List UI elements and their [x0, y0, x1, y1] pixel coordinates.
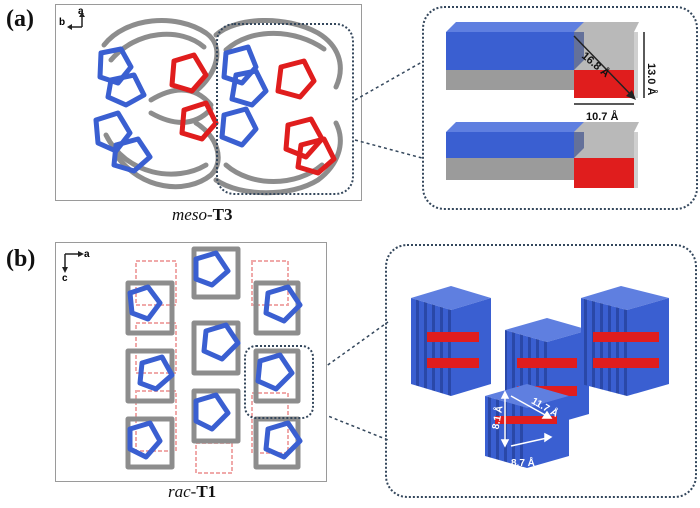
axis-triad-b-icon [62, 251, 84, 273]
axis-triad-icon [67, 12, 85, 30]
cube-stack-right [581, 286, 669, 396]
rac-t1-crystal-structure [125, 246, 303, 474]
cube-front-lower [485, 384, 569, 468]
panel-a-caption: meso-T3 [172, 205, 232, 225]
panel-b-caption-prefix: rac- [168, 482, 197, 501]
blue-rings [93, 44, 269, 174]
panel-a-label: (a) [6, 6, 34, 32]
panel-b-structure-frame: a c [55, 242, 327, 482]
panel-a-structure-frame: a b [55, 4, 362, 201]
selected-cage-highlight [244, 345, 314, 419]
upper-channel: 16.8 Å 13.0 Å 10.7 Å [446, 22, 658, 123]
panel-b-caption: rac-T1 [168, 482, 216, 502]
axis-c-label: c [62, 273, 68, 284]
cage-column-left [125, 280, 175, 470]
cage-schematic-drawing: 8.1 Å 11.7 Å 8.7 Å [411, 286, 669, 469]
axis-a-label-b: a [84, 249, 90, 260]
panel-a-caption-prefix: meso- [172, 205, 213, 224]
cube-stack-left [411, 286, 491, 396]
dim-bottom-label: 8.7 Å [511, 456, 535, 469]
selected-channel-highlight [216, 23, 354, 195]
gray-chain-loops [101, 17, 343, 196]
axis-b-label: b [59, 17, 66, 28]
cage-column-middle [191, 246, 241, 444]
cage-column-right [253, 280, 303, 470]
red-rings [169, 52, 337, 176]
panel-a-channel-schematic-frame: 16.8 Å 13.0 Å 10.7 Å [422, 6, 698, 210]
dim-height-label: 13.0 Å [645, 63, 658, 95]
channel-schematic-drawing: 16.8 Å 13.0 Å 10.7 Å [446, 22, 658, 188]
dimension-arrows [500, 390, 553, 448]
lower-channel [446, 122, 639, 188]
panel-b-label: (b) [6, 246, 36, 272]
panel-a-caption-compound: T3 [212, 205, 233, 224]
dim-width-label: 10.7 Å [586, 110, 618, 123]
panel-b-cage-schematic-frame: 8.1 Å 11.7 Å 8.7 Å [385, 244, 697, 498]
panel-b-caption-compound: T1 [196, 482, 217, 501]
dim-vertical-label: 8.1 Å [489, 404, 506, 430]
axis-a-label: a [78, 6, 84, 17]
meso-t3-crystal-structure [93, 17, 343, 196]
